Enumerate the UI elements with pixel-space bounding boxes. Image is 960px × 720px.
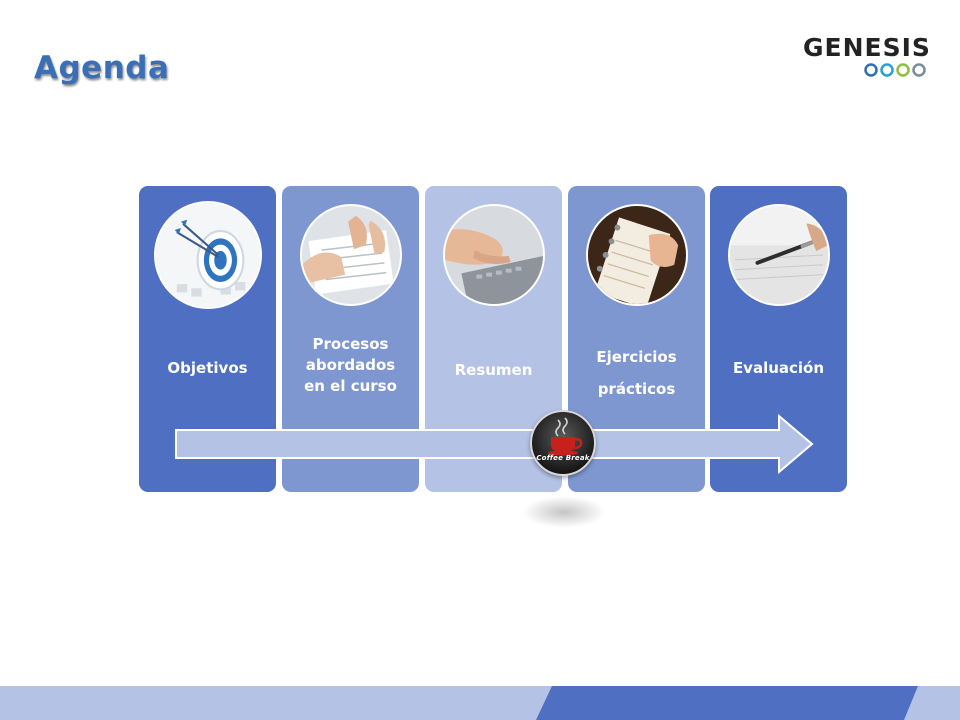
coffee-shadow [522, 496, 606, 528]
logo-ring-2 [880, 63, 894, 77]
slide-title: Agenda [34, 50, 170, 86]
logo-wordmark: GENESIS [803, 33, 931, 62]
genesis-logo: GENESIS [803, 33, 931, 80]
coffee-break-badge: Coffee Break [530, 410, 596, 476]
logo-ring-4 [912, 63, 926, 77]
logo-ring-3 [896, 63, 910, 77]
card-label-resumen: Resumen [454, 361, 533, 379]
coffee-cup-icon [530, 410, 596, 476]
pen-writing-photo-icon [727, 204, 830, 306]
card-label-procesos: Procesos abordados en el curso [304, 335, 397, 395]
footer-band [0, 686, 960, 720]
card-label-evaluacion: Evaluación [732, 359, 825, 377]
hands-documents-photo-icon [299, 204, 402, 306]
notebook-photo-icon [585, 204, 688, 306]
card-label-objetivos: Objetivos [167, 359, 248, 377]
hand-keyboard-photo-icon [442, 204, 545, 306]
coffee-break-label: Coffee Break [536, 454, 590, 462]
agenda-card-procesos: Procesos abordados en el curso [282, 186, 419, 492]
target-photo-icon [153, 201, 262, 309]
agenda-card-objetivos: Objetivos [139, 186, 276, 492]
card-label-ejercicios: Ejercicios prácticos [596, 348, 677, 398]
logo-rings-icon [864, 63, 926, 77]
logo-ring-1 [864, 63, 878, 77]
agenda-card-evaluacion: Evaluación [710, 186, 847, 492]
